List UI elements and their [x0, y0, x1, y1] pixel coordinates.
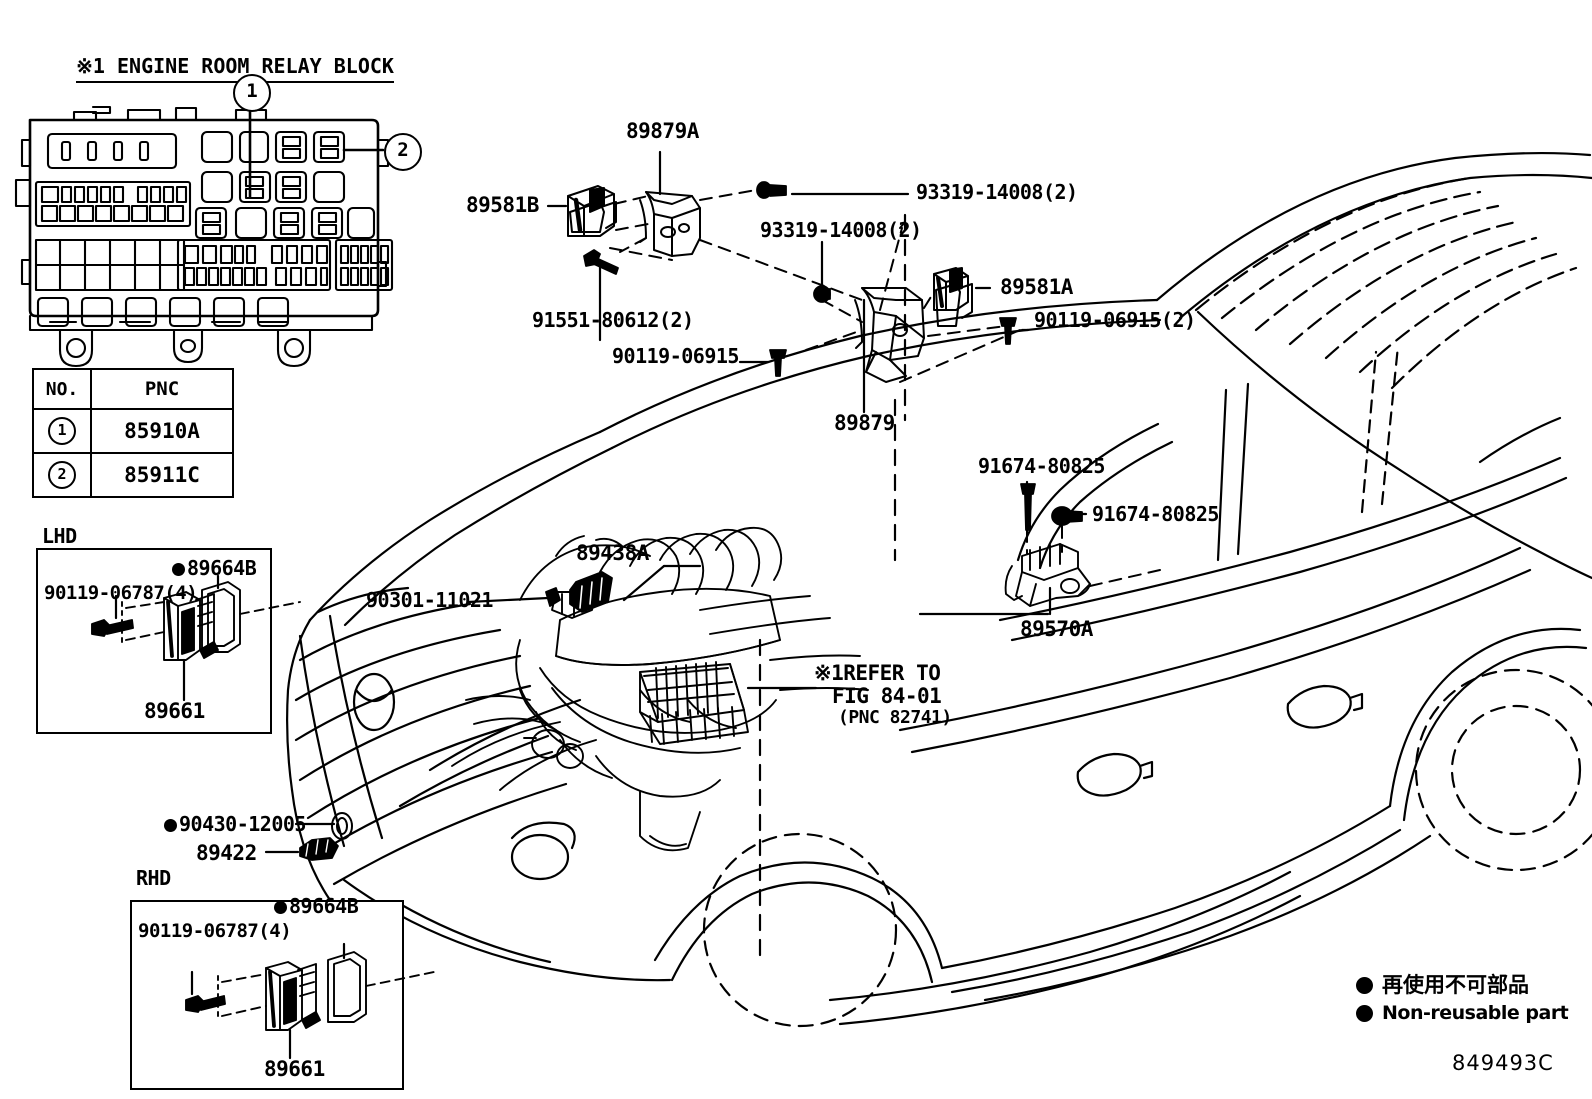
callout-91674-80825-b: 91674-80825 — [1092, 502, 1219, 526]
relay-block-drawing — [14, 105, 394, 368]
callout-91674-80825-a: 91674-80825 — [978, 454, 1105, 478]
callout-90119-06915: 90119-06915 — [612, 344, 739, 368]
rhd-subassembly-box — [130, 900, 404, 1090]
leader-lines — [264, 150, 1088, 854]
legend-nonreusable-english: Non-reusable part — [1356, 1002, 1569, 1024]
callout-89581a: 89581A — [1000, 275, 1073, 299]
callout-93319-14008-b: 93319-14008(2) — [760, 218, 922, 242]
lhd-cover-label: 89664B — [172, 558, 257, 579]
bolt-93319-14008-a — [756, 181, 787, 199]
nonreusable-dot-icon — [172, 563, 185, 576]
legend-japanese-text: 再使用不可部品 — [1382, 973, 1529, 997]
refer-note-line3: (PNC 82741) — [838, 707, 952, 729]
refer-to-note: ※1REFER TO FIG 84-01 (PNC 82741) — [814, 661, 952, 727]
callout-89879: 89879 — [834, 411, 895, 435]
bolt-93319-14008-b — [813, 285, 831, 303]
lhd-bolt-label: 90119-06787(4) — [44, 582, 198, 604]
pnc-table-header-pnc: PNC — [90, 368, 234, 410]
callout-89438a: 89438A — [576, 541, 649, 565]
table-row: 2 85911C — [32, 452, 234, 498]
bracket-89570a — [1004, 543, 1091, 607]
relay-callout-2: 2 — [384, 133, 422, 171]
pnc-row-value: 85910A — [90, 408, 234, 454]
callout-93319-14008-a: 93319-14008(2) — [916, 180, 1078, 204]
circle-number-2: 2 — [48, 461, 76, 489]
nonreusable-dot-icon — [274, 901, 287, 914]
sensor-89581a — [933, 267, 973, 327]
diagram-title: ※1 ENGINE ROOM RELAY BLOCK — [28, 30, 394, 102]
relay-callout-1: 1 — [233, 74, 271, 112]
table-row: 1 85910A — [32, 408, 234, 454]
pnc-row-number: 2 — [32, 452, 92, 498]
gasket-90430-12005 — [331, 812, 353, 840]
refer-note-line2: FIG 84-01 — [832, 684, 942, 709]
callout-89570a: 89570A — [1020, 617, 1093, 641]
bracket-89879a — [639, 191, 701, 257]
rhd-cover-label: 89664B — [274, 896, 359, 917]
callout-90119-06915-2: 90119-06915(2) — [1034, 308, 1196, 332]
part-89438a — [569, 571, 613, 613]
bolt-91674-80825-a — [1020, 483, 1036, 531]
callout-90430-12005: 90430-12005 — [164, 814, 306, 835]
callout-91551-80612: 91551-80612(2) — [532, 308, 694, 332]
pnc-row-value: 85911C — [90, 452, 234, 498]
callout-89581b: 89581B — [466, 193, 539, 217]
bolt-91551-80612 — [583, 249, 619, 275]
nonreusable-dot-icon — [1356, 976, 1373, 994]
figure-id: 849493C — [1452, 1051, 1554, 1075]
bolt-90119-06915 — [769, 349, 787, 377]
rhd-unit-label: 89661 — [264, 1057, 325, 1081]
switch-89422 — [299, 837, 339, 861]
lhd-box-title: LHD — [42, 524, 77, 548]
pnc-table-header-no: NO. — [32, 368, 92, 410]
pnc-row-number: 1 — [32, 408, 92, 454]
lhd-unit-label: 89661 — [144, 699, 205, 723]
legend-nonreusable-japanese: 再使用不可部品 — [1356, 974, 1529, 996]
rhd-box-title: RHD — [136, 866, 171, 890]
bolt-90119-06915-2 — [999, 317, 1017, 345]
callout-89422: 89422 — [196, 841, 257, 865]
rhd-bolt-label: 90119-06787(4) — [138, 920, 292, 942]
callout-90301-11021: 90301-11021 — [366, 588, 493, 612]
bracket-89879 — [854, 287, 925, 383]
sensor-89581b — [567, 185, 617, 237]
callout-89879a: 89879A — [626, 119, 699, 143]
legend-english-text: Non-reusable part — [1382, 1002, 1569, 1024]
vehicle-outline — [286, 151, 1592, 1028]
oring-90301-11021 — [545, 587, 561, 607]
refer-note-line1: ※1REFER TO — [814, 661, 941, 685]
install-guides — [609, 189, 1161, 587]
circle-number-1: 1 — [48, 417, 76, 445]
nonreusable-dot-icon — [164, 819, 177, 832]
pnc-table: NO. PNC 1 85910A 2 85911C — [32, 368, 234, 498]
nonreusable-dot-icon — [1356, 1005, 1373, 1023]
engine-room-junction-block — [639, 661, 749, 745]
